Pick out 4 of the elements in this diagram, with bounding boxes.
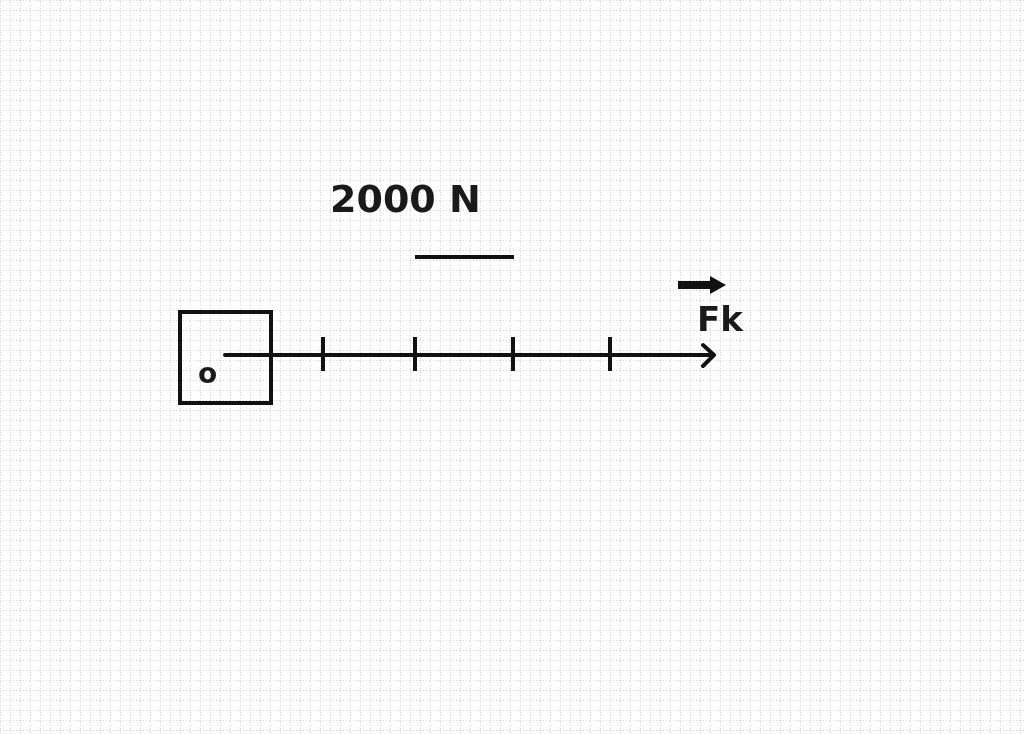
force-label: Fk bbox=[697, 302, 743, 336]
point-label: o bbox=[198, 360, 218, 388]
body-box bbox=[178, 310, 273, 405]
scale-label: 2000 N bbox=[330, 180, 481, 218]
